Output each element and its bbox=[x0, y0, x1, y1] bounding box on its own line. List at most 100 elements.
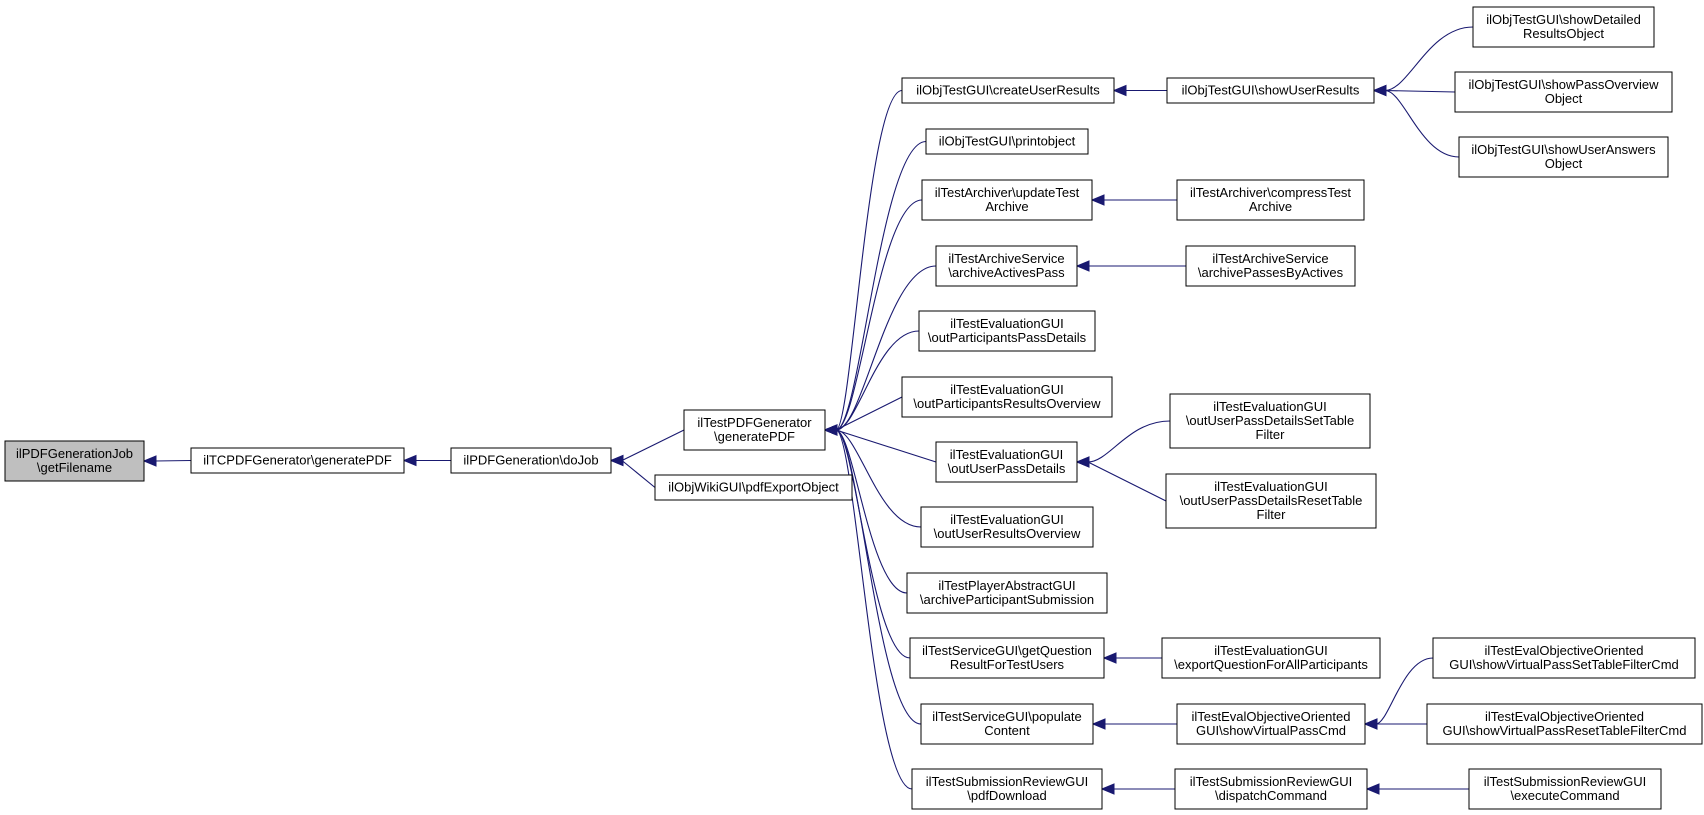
node-ilpdfgenerationjob-getfilename[interactable]: ilPDFGenerationJob\getFilename bbox=[4, 440, 145, 482]
node-label: ilTestSubmissionReviewGUI bbox=[926, 774, 1089, 789]
edge-n22-to-n14 bbox=[1102, 652, 1162, 664]
node-ilobjwikigui-pdfexportobject[interactable]: ilObjWikiGUI\pdfExportObject bbox=[654, 474, 853, 501]
node-label: \exportQuestionForAllParticipants bbox=[1174, 657, 1368, 672]
nodes-layer: ilPDFGenerationJob\getFilename ilTCPDFGen… bbox=[4, 6, 1703, 810]
node-label: ilTestEvaluationGUI bbox=[1214, 643, 1327, 658]
edge-line bbox=[621, 460, 656, 488]
node-box bbox=[911, 768, 1103, 810]
edge-n20-to-n11 bbox=[1075, 420, 1171, 468]
edge-n27-to-n17 bbox=[1372, 84, 1460, 158]
node-iltestevalobjectiveorientedgui-showvirtualpasssettablefiltercmd[interactable]: ilTestEvalObjectiveOrientedGUI\showVirtu… bbox=[1432, 637, 1696, 679]
node-ilpdfgeneration-dojob[interactable]: ilPDFGeneration\doJob bbox=[450, 447, 612, 474]
node-label: \pdfDownload bbox=[967, 788, 1047, 803]
node-iltestarchiveservice-archivepassesbyactives[interactable]: ilTestArchiveService\archivePassesByActi… bbox=[1185, 245, 1356, 287]
node-iltestevaluationgui-outuserpassdetails[interactable]: ilTestEvaluationGUI\outUserPassDetails bbox=[935, 441, 1078, 483]
node-iltestpdfgenerator-generatepdf[interactable]: ilTestPDFGenerator\generatePDF bbox=[683, 409, 826, 451]
edges-layer bbox=[142, 26, 1474, 795]
node-label: \archivePassesByActives bbox=[1198, 265, 1344, 280]
node-box bbox=[190, 447, 405, 474]
node-label: \outParticipantsResultsOverview bbox=[913, 396, 1101, 411]
node-label: ilTestSubmissionReviewGUI bbox=[1190, 774, 1353, 789]
node-box bbox=[920, 703, 1094, 745]
node-iltestevaluationgui-exportquestionforallparticipants[interactable]: ilTestEvaluationGUI\exportQuestionForAll… bbox=[1161, 637, 1381, 679]
node-box bbox=[935, 245, 1078, 287]
edge-line bbox=[835, 396, 903, 431]
node-ilobjtestgui-printobject[interactable]: ilObjTestGUI\printobject bbox=[925, 128, 1089, 155]
edge-line bbox=[835, 140, 927, 431]
arrow-head bbox=[142, 455, 157, 467]
arrow-head bbox=[1100, 783, 1115, 795]
node-label: ilTestArchiver\compressTest bbox=[1190, 185, 1351, 200]
node-box bbox=[1166, 77, 1375, 104]
node-iltestsubmissionreviewgui-pdfdownload[interactable]: ilTestSubmissionReviewGUI\pdfDownload bbox=[911, 768, 1103, 810]
node-label: ilTestPDFGenerator bbox=[697, 415, 812, 430]
node-box bbox=[450, 447, 612, 474]
edge-n5-to-n3 bbox=[823, 89, 903, 436]
node-iltestsubmissionreviewgui-dispatchcommand[interactable]: ilTestSubmissionReviewGUI\dispatchComman… bbox=[1174, 768, 1368, 810]
edge-line bbox=[1087, 420, 1171, 463]
node-label: \outUserResultsOverview bbox=[934, 526, 1081, 541]
arrow-head bbox=[1090, 194, 1105, 206]
node-label: Content bbox=[984, 723, 1030, 738]
node-ilobjtestgui-createuserresults[interactable]: ilObjTestGUI\createUserResults bbox=[901, 77, 1115, 104]
edge-line bbox=[1384, 89, 1460, 158]
node-iltestevaluationgui-outuserresultsoverview[interactable]: ilTestEvaluationGUI\outUserResultsOvervi… bbox=[920, 506, 1094, 548]
node-iltcpdfgenerator-generatepdf[interactable]: ilTCPDFGenerator\generatePDF bbox=[190, 447, 405, 474]
arrow-head bbox=[1075, 260, 1090, 272]
node-label: ilTestEvaluationGUI bbox=[1214, 479, 1327, 494]
node-label: ilObjTestGUI\showUserResults bbox=[1182, 83, 1360, 98]
node-label: ilTestSubmissionReviewGUI bbox=[1484, 774, 1647, 789]
edge-n1-to-n0 bbox=[142, 455, 192, 467]
node-box bbox=[1185, 245, 1356, 287]
node-box bbox=[1176, 179, 1365, 221]
node-label: ilTestArchiveService bbox=[1212, 251, 1328, 266]
node-box bbox=[1161, 637, 1381, 679]
node-label: \outUserPassDetailsSetTable bbox=[1186, 413, 1354, 428]
node-iltestsubmissionreviewgui-executecommand[interactable]: ilTestSubmissionReviewGUI\executeCommand bbox=[1468, 768, 1662, 810]
arrow-head bbox=[402, 454, 417, 467]
node-iltestevaluationgui-outparticipantsresultsoverview[interactable]: ilTestEvaluationGUI\outParticipantsResul… bbox=[901, 376, 1113, 418]
edge-n23-to-n15 bbox=[1091, 718, 1177, 730]
arrow-head bbox=[1363, 718, 1378, 730]
arrow-head bbox=[1372, 84, 1387, 97]
arrow-head bbox=[1365, 783, 1380, 795]
node-box bbox=[921, 179, 1093, 221]
node-iltestevaluationgui-outuserpassdetailsresettablefilter[interactable]: ilTestEvaluationGUI\outUserPassDetailsRe… bbox=[1165, 473, 1377, 529]
node-label: \outUserPassDetails bbox=[948, 461, 1066, 476]
node-label: ilPDFGenerationJob bbox=[16, 446, 133, 461]
node-label: ilTestEvaluationGUI bbox=[950, 382, 1063, 397]
node-label: \dispatchCommand bbox=[1215, 788, 1327, 803]
node-iltestevalobjectiveorientedgui-showvirtualpassresettablefiltercmd[interactable]: ilTestEvalObjectiveOrientedGUI\showVirtu… bbox=[1426, 703, 1703, 745]
edge-line bbox=[835, 429, 922, 528]
edge-line bbox=[621, 429, 685, 461]
edge-line bbox=[835, 89, 903, 431]
node-iltestevaluationgui-outparticipantspassdetails[interactable]: ilTestEvaluationGUI\outParticipantsPassD… bbox=[918, 310, 1096, 352]
node-label: GUI\showVirtualPassResetTableFilterCmd bbox=[1443, 723, 1687, 738]
node-box bbox=[1432, 637, 1696, 679]
node-label: ilTestServiceGUI\getQuestion bbox=[922, 643, 1092, 658]
node-label: ilTestEvaluationGUI bbox=[950, 316, 1063, 331]
node-iltestarchiveservice-archiveactivespass[interactable]: ilTestArchiveService\archiveActivesPass bbox=[935, 245, 1078, 287]
node-ilobjtestgui-showuserresults[interactable]: ilObjTestGUI\showUserResults bbox=[1166, 77, 1375, 104]
node-box bbox=[925, 128, 1089, 155]
edge-line bbox=[835, 429, 937, 463]
arrow-head bbox=[1112, 84, 1127, 97]
node-label: ilTestPlayerAbstractGUI bbox=[938, 578, 1075, 593]
node-iltestevalobjectiveorientedgui-showvirtualpasscmd[interactable]: ilTestEvalObjectiveOrientedGUI\showVirtu… bbox=[1176, 703, 1366, 745]
node-box bbox=[909, 637, 1105, 679]
edge-line bbox=[835, 429, 913, 790]
arrow-head bbox=[1102, 652, 1117, 664]
node-iltestevaluationgui-outuserpassdetailssettablefilter[interactable]: ilTestEvaluationGUI\outUserPassDetailsSe… bbox=[1169, 393, 1371, 449]
arrow-head bbox=[1075, 456, 1090, 468]
node-label: GUI\showVirtualPassSetTableFilterCmd bbox=[1449, 657, 1679, 672]
node-iltestservicegui-getquestionresultfortestusers[interactable]: ilTestServiceGUI\getQuestionResultForTes… bbox=[909, 637, 1105, 679]
node-iltestplayerabstractgui-archiveparticipantsubmission[interactable]: ilTestPlayerAbstractGUI\archiveParticipa… bbox=[906, 572, 1108, 614]
edge-line bbox=[835, 429, 908, 594]
node-label: ilObjWikiGUI\pdfExportObject bbox=[668, 480, 839, 495]
